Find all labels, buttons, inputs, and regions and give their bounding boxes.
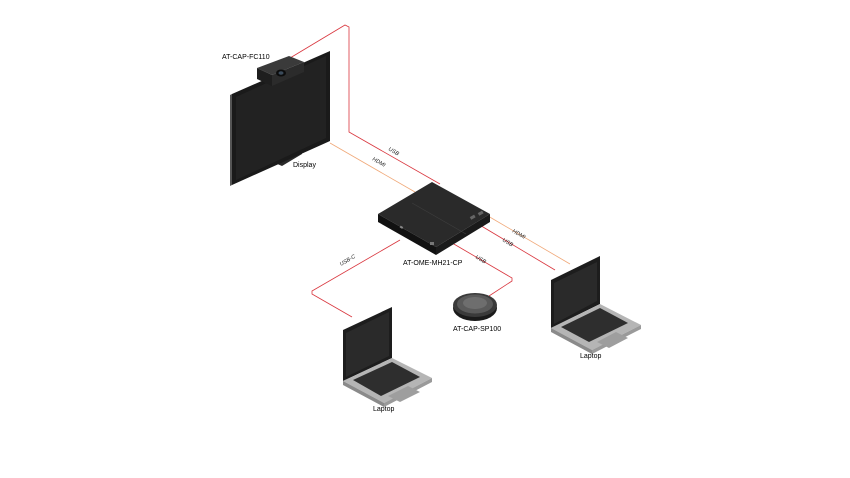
camera-label: AT-CAP-FC110	[222, 54, 270, 61]
camera-device	[257, 56, 304, 86]
cable-usb-camera	[284, 24, 441, 185]
usb-speakerphone-connection-label: USB	[474, 255, 487, 266]
cable-hdmi-right-laptop	[487, 215, 571, 265]
cable-usb-right-laptop	[477, 223, 556, 271]
usb-right-laptop-connection-label: USB	[501, 238, 514, 249]
speakerphone-device	[453, 293, 497, 321]
cable-hdmi-display	[329, 142, 416, 193]
hdmi-display-connection-label: HDMI	[371, 157, 387, 169]
hdmi-right-laptop-connection-label: HDMI	[511, 229, 527, 241]
switcher-device	[378, 182, 490, 255]
cable-usb-speakerphone	[446, 239, 513, 297]
laptop-right-label: Laptop	[580, 353, 602, 360]
usb-display-connection-label: USB	[387, 147, 400, 158]
laptop-left-device	[343, 307, 432, 407]
speakerphone-label: AT-CAP-SP100	[453, 326, 501, 333]
laptop-right-device	[551, 256, 641, 354]
display-label: Display	[293, 162, 316, 169]
switcher-label: AT-OME-MH21-CP	[403, 260, 463, 267]
cable-usbc-left-laptop	[311, 239, 401, 318]
display-device	[230, 51, 330, 186]
usbc-left-laptop-connection-label: USB-C	[339, 254, 357, 268]
laptop-left-label: Laptop	[373, 406, 395, 413]
